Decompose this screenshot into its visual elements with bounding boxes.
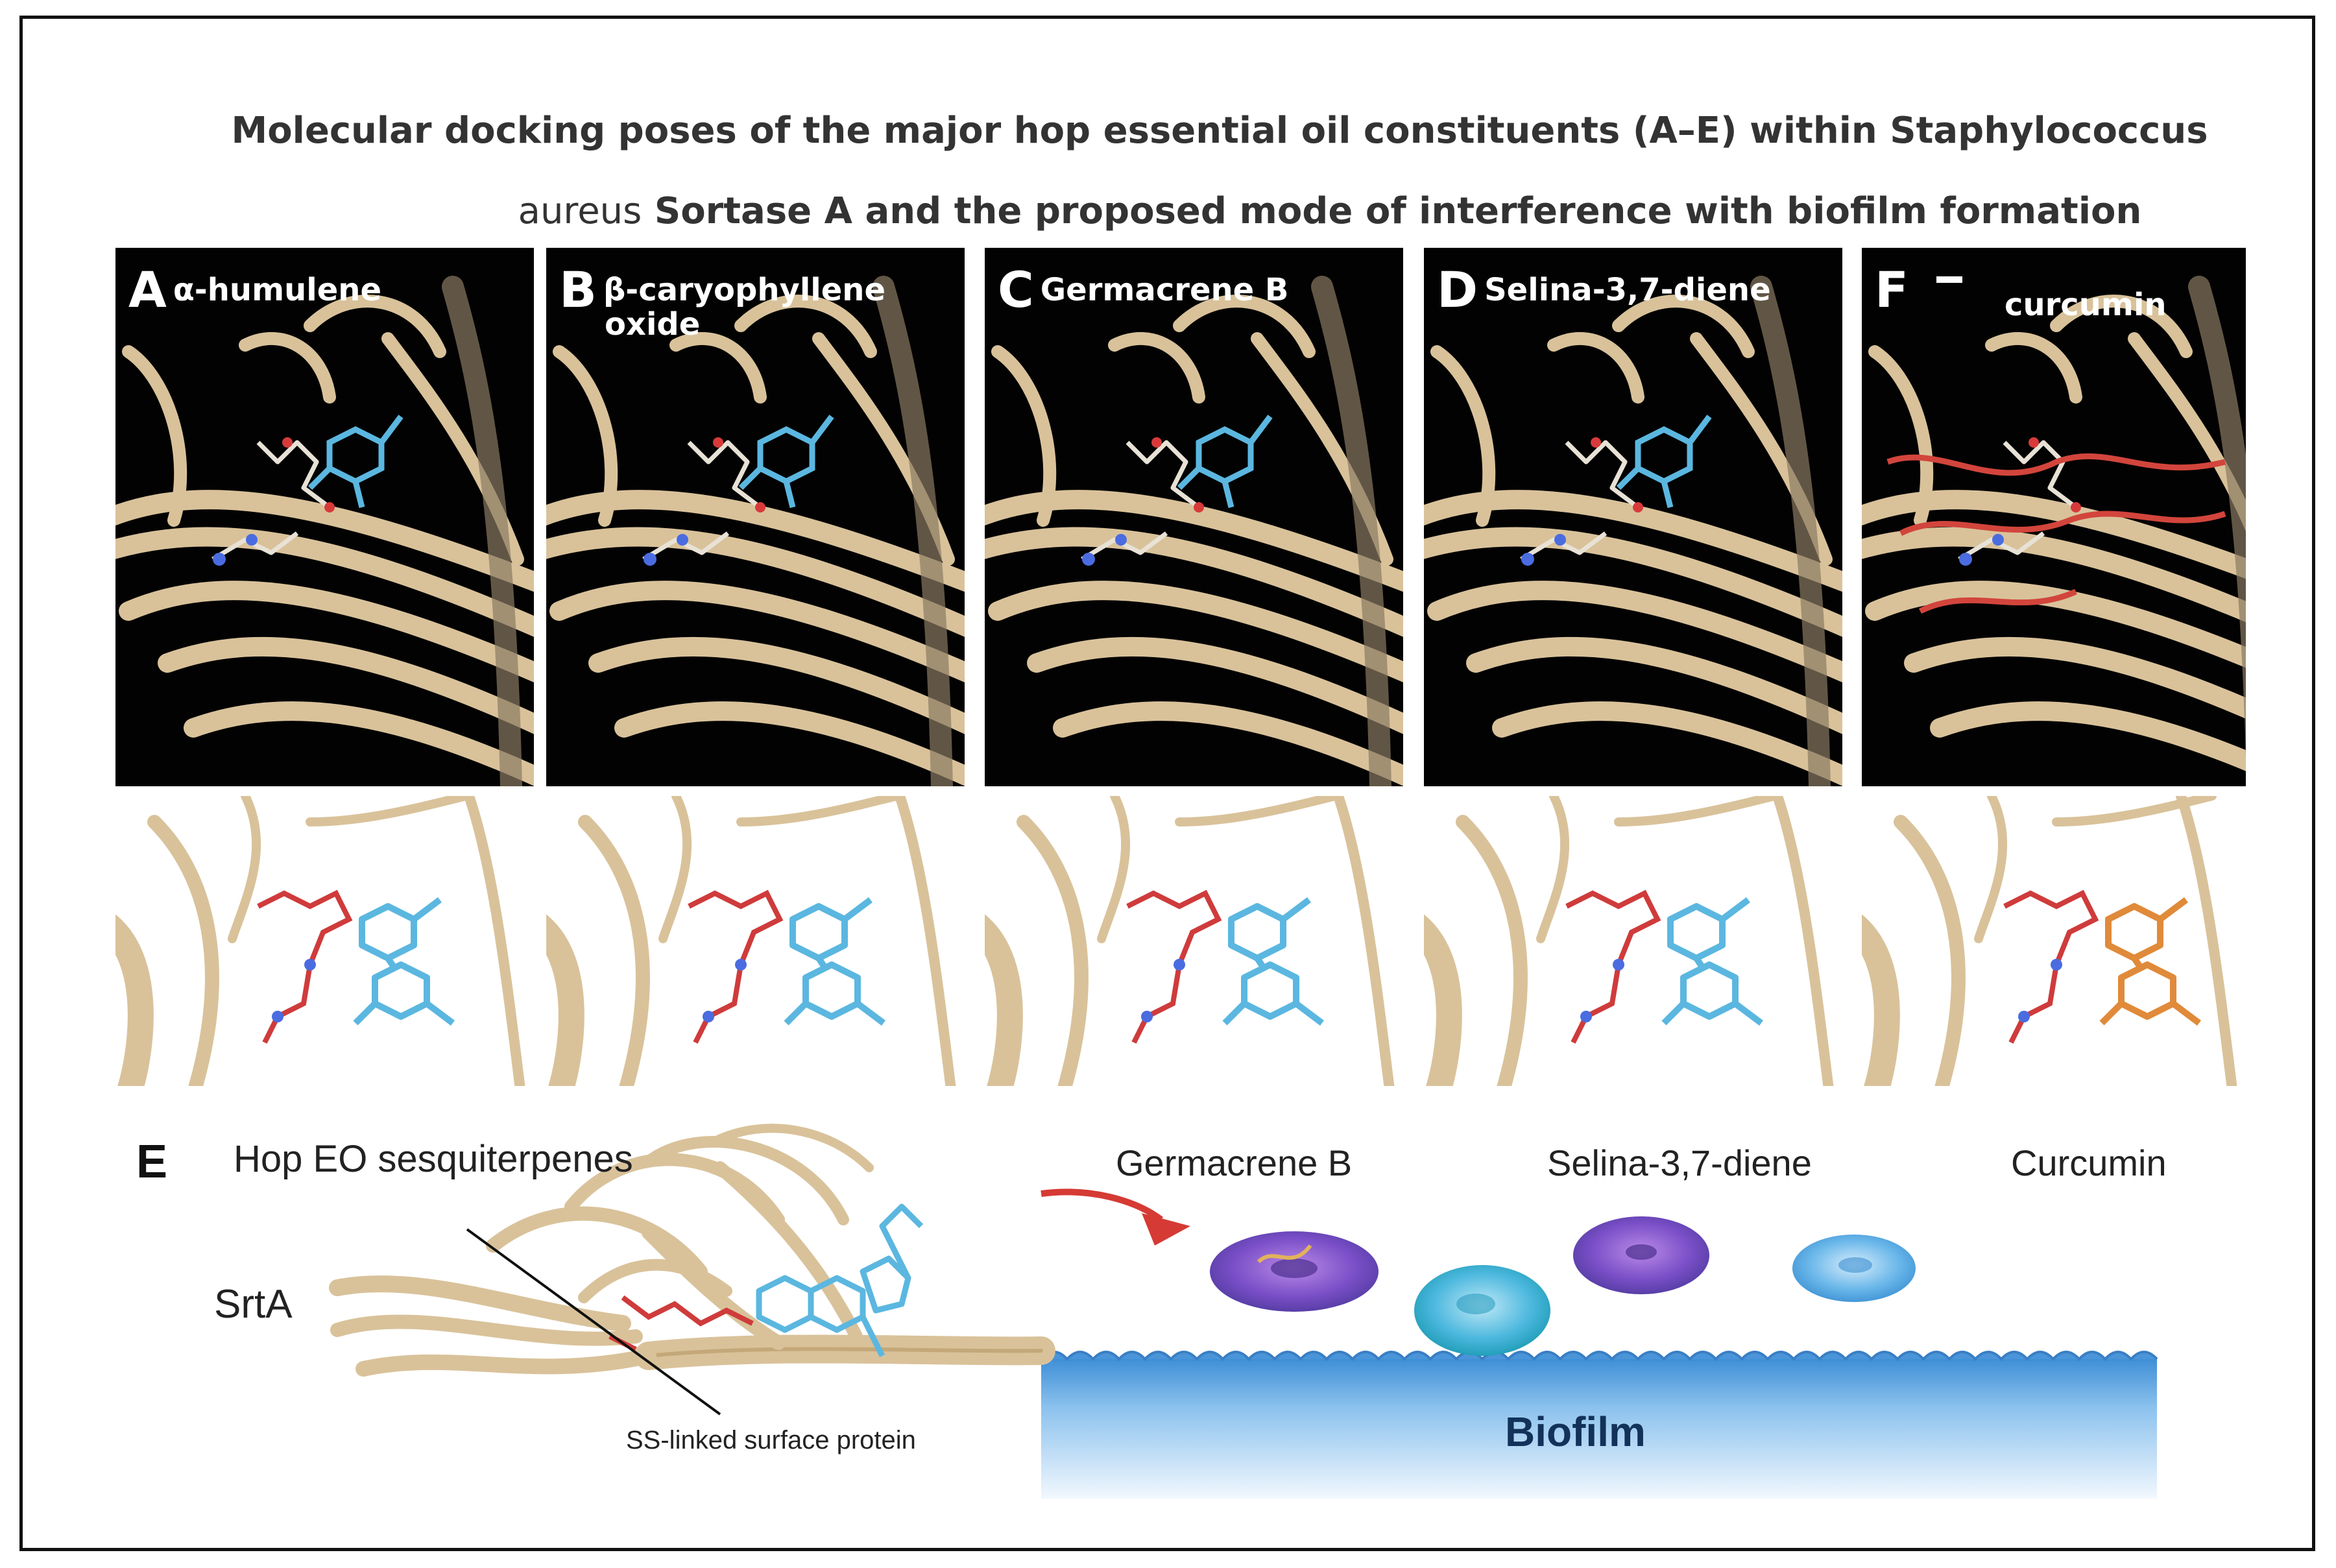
- docked-ligand: [307, 415, 403, 509]
- scheme-biofilm-label: Biofilm: [1505, 1408, 1646, 1455]
- active-site-residues: [1081, 437, 1204, 566]
- active-site-residues: [1520, 437, 1643, 566]
- docked-ligand-closeup: [784, 897, 885, 1026]
- active-site-residues: [211, 437, 335, 566]
- panel-c-bottom: [985, 796, 1403, 1086]
- protein-ribbon-closeup: [546, 796, 956, 1086]
- docked-ligand: [1886, 453, 2226, 614]
- selina-blob: [1573, 1216, 1709, 1294]
- title-line-2-prefix: aureus: [518, 190, 642, 232]
- scheme-curcumin-label: Curcumin: [2011, 1142, 2167, 1183]
- panel-b-closeup: [546, 796, 956, 1086]
- active-site-residues: [642, 437, 765, 566]
- figure-title: Molecular docking poses of the major hop…: [149, 91, 2290, 252]
- protein-ribbon: [1862, 276, 2246, 771]
- panel-f-structure: [1862, 276, 2246, 771]
- docked-ligand: [1177, 415, 1273, 509]
- protein-ribbon-closeup: [1862, 796, 2237, 1086]
- docked-ligand-closeup: [1222, 897, 1324, 1026]
- teal-blob: [1414, 1265, 1550, 1356]
- panel-b-bottom: [546, 796, 965, 1086]
- pointer-line: [466, 1228, 721, 1416]
- panel-c-structure: [985, 276, 1403, 786]
- panel-f-compound: curcumin: [2005, 287, 2167, 323]
- docked-ligand-closeup: [2099, 897, 2201, 1026]
- catalytic-residue: [688, 889, 784, 1044]
- panel-f-closeup: [1862, 796, 2237, 1086]
- scheme-protein-label: SS-linked surface protein: [626, 1426, 916, 1454]
- title-line-2: aureus Sortase A and the proposed mode o…: [149, 171, 2290, 252]
- panel-a-compound: α-humulene: [173, 271, 381, 308]
- scheme-e-letter: E: [136, 1136, 168, 1188]
- title-line-2-main: Sortase A and the proposed mode of inter…: [654, 190, 2142, 232]
- panel-a-bottom: [115, 796, 534, 1086]
- panel-d-letter: D: [1437, 261, 1478, 319]
- scheme-sesq-label: Hop EO sesquiterpenes: [234, 1138, 633, 1180]
- scheme-srta-label: SrtA: [214, 1282, 293, 1327]
- docked-ligand-closeup: [353, 897, 455, 1026]
- panel-d-bottom: [1424, 796, 1842, 1086]
- protein-ribbon-closeup: [985, 796, 1395, 1086]
- inhibition-arrow: [1041, 1188, 1190, 1246]
- protein-ribbon-closeup: [115, 796, 525, 1086]
- panel-f-letter: F: [1875, 261, 1909, 319]
- active-site-residues: [1958, 437, 2081, 566]
- catalytic-residue: [1126, 889, 1222, 1044]
- title-line-1: Molecular docking poses of the major hop…: [231, 110, 2208, 152]
- panel-b-structure: [546, 276, 965, 786]
- panel-f-bottom: [1862, 796, 2246, 1086]
- panel-a-letter: A: [128, 261, 167, 319]
- catalytic-residue: [257, 889, 353, 1044]
- scheme-selina-label: Selina-3,7-diene: [1547, 1142, 1812, 1183]
- panel-f-label: F: [1875, 261, 1909, 319]
- scheme-germacrene-label: Germacrene B: [1116, 1142, 1353, 1183]
- protein-ribbon: [115, 276, 534, 786]
- catalytic-residue: [1565, 889, 1661, 1044]
- panel-c-compound: Germacrene B: [1040, 271, 1289, 308]
- protein-ribbon: [546, 276, 965, 786]
- srta-protein-scheme: [329, 1124, 1055, 1377]
- panel-c-closeup: [985, 796, 1395, 1086]
- panel-c-letter: C: [998, 261, 1034, 319]
- panel-d-closeup: [1424, 796, 1834, 1086]
- panel-d-structure: [1424, 276, 1842, 786]
- protein-ribbon: [1424, 276, 1842, 786]
- germacrene-blob: [1210, 1231, 1379, 1312]
- panel-a-structure: [115, 276, 534, 786]
- panel-f-dash: [1936, 276, 1962, 283]
- biofilm-layer: [1040, 1351, 2158, 1499]
- panel-a-closeup: [115, 796, 525, 1086]
- panel-b-compound-line2: oxide: [605, 306, 701, 343]
- srta-ligand-blue: [756, 1203, 924, 1358]
- curcumin-blob: [1792, 1235, 1916, 1302]
- panel-f-top: F curcumin: [1862, 248, 2246, 786]
- panel-b-letter: B: [559, 261, 597, 319]
- docked-ligand: [738, 415, 834, 509]
- panel-b-compound: β-caryophyllene: [603, 271, 886, 308]
- protein-ribbon-closeup: [1424, 796, 1834, 1086]
- protein-ribbon: [985, 276, 1403, 786]
- docked-ligand-closeup: [1661, 897, 1763, 1026]
- catalytic-residue: [2003, 889, 2099, 1044]
- panel-d-compound: Selina-3,7-diene: [1484, 271, 1771, 308]
- docked-ligand: [1616, 415, 1712, 509]
